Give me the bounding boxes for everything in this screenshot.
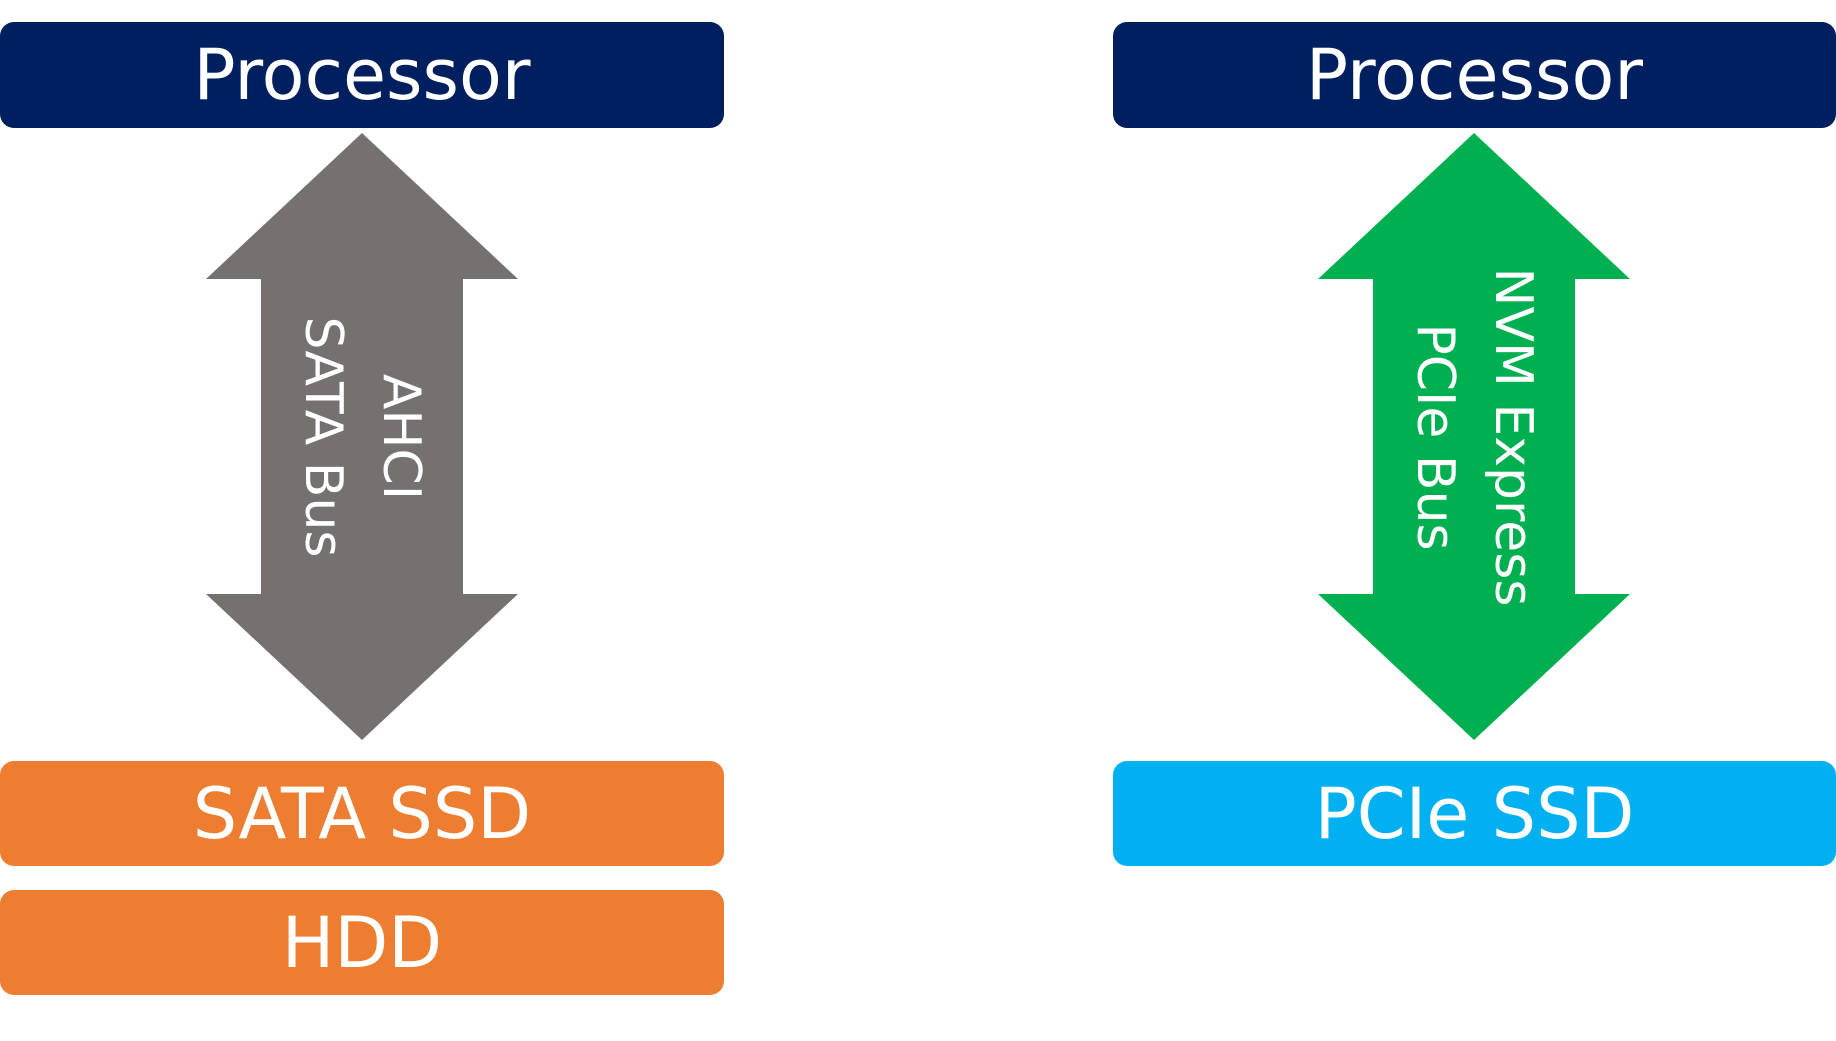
right-bidirectional-arrow [1318,133,1630,740]
processor-box-right: Processor [1113,22,1836,128]
processor-box-left: Processor [0,22,724,128]
nvme-arrow-label: NVM Express PCIe Bus [1396,268,1552,607]
bus-label: SATA Bus [293,316,353,558]
sata-ssd-box: SATA SSD [0,761,724,866]
sata-arrow-label: AHCI SATA Bus [284,316,440,557]
pcie-ssd-box: PCIe SSD [1113,761,1836,866]
pcie-ssd-label: PCIe SSD [1314,772,1635,855]
hdd-label: HDD [281,901,443,984]
bus-label: PCIe Bus [1405,323,1465,551]
sata-ssd-label: SATA SSD [192,772,532,855]
left-bidirectional-arrow [206,133,518,740]
processor-label: Processor [1305,34,1644,116]
processor-label: Processor [193,34,531,116]
protocol-label: NVM Express [1483,267,1543,607]
protocol-label: AHCI [371,373,431,501]
hdd-box: HDD [0,890,724,995]
